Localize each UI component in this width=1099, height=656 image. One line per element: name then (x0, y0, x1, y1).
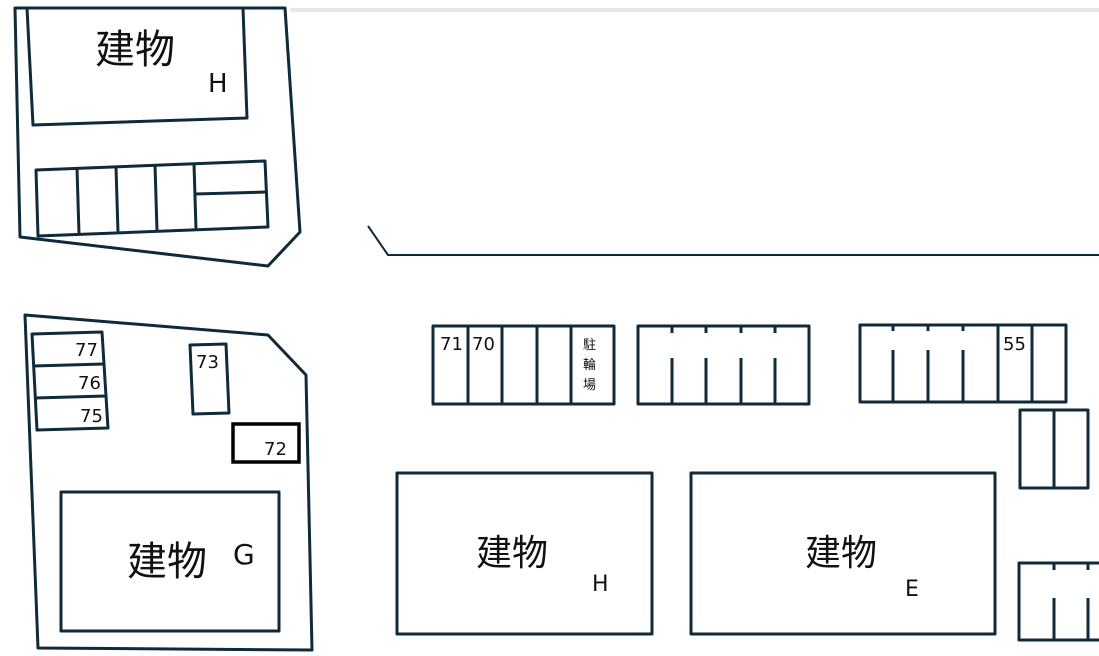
building-e (689, 471, 997, 636)
space-76: 76 (78, 373, 101, 394)
building-h-south (395, 471, 654, 636)
building-h-north-letter: H (208, 69, 228, 99)
parking-row-71 (431, 324, 616, 406)
parking-row-55 (858, 323, 1068, 404)
space-73-box (188, 342, 231, 416)
space-71: 71 (440, 334, 463, 355)
parking-row-north (34, 159, 270, 238)
parking-block-southeast (1017, 561, 1099, 642)
parking-row-middle (636, 324, 811, 406)
bicycle-parking-label-1: 駐 (583, 338, 596, 353)
space-73: 73 (196, 352, 219, 373)
space-72-box (231, 422, 301, 464)
building-h-north (25, 7, 249, 127)
building-h-north-label: 建物 (95, 27, 175, 73)
space-77: 77 (75, 340, 98, 361)
space-70: 70 (472, 334, 495, 355)
parking-block-east (1018, 408, 1090, 490)
building-g-label: 建物 (127, 539, 207, 585)
building-h-south-label: 建物 (476, 533, 548, 574)
lot-boundary-west (23, 313, 314, 652)
space-55: 55 (1003, 334, 1026, 355)
road-edge (367, 225, 725, 256)
building-e-letter: E (905, 577, 919, 602)
space-75: 75 (80, 406, 103, 427)
building-h-south-letter: H (592, 572, 609, 597)
space-72: 72 (264, 439, 287, 460)
building-g (59, 490, 281, 633)
parking-spaces-77-75 (30, 330, 110, 432)
building-g-letter: G (233, 538, 255, 571)
building-e-label: 建物 (805, 533, 877, 574)
bicycle-parking-label-2: 輪 (583, 357, 596, 373)
bicycle-parking-label-3: 場 (583, 378, 596, 393)
lot-boundary-north (13, 6, 302, 268)
